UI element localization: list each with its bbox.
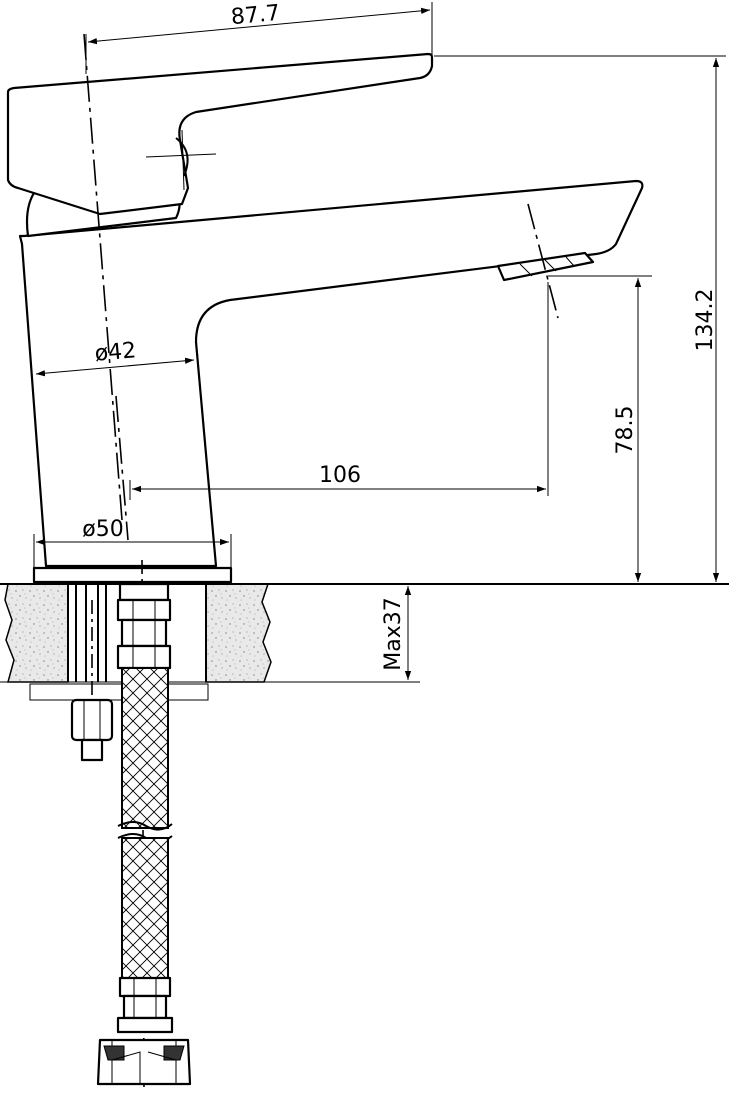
dim-base-diameter-label: ø50: [82, 517, 123, 542]
dim-spout-height-label: 78.5: [613, 406, 638, 455]
dim-body-diameter-label: ø42: [94, 338, 137, 367]
dim-spout-reach: 106: [129, 282, 549, 500]
faucet-body: [6, 52, 644, 584]
dim-total-height: 134.2: [434, 55, 726, 582]
braided-hose-upper: [121, 667, 169, 829]
mounting-nut: [70, 698, 114, 742]
handle-lever: [6, 52, 434, 216]
aerator: [496, 251, 595, 282]
dim-spout-reach-label: 106: [319, 463, 361, 488]
dim-top-width-label: 87.7: [230, 1, 281, 30]
mounting-stud: [70, 582, 114, 762]
spout-body: [18, 179, 644, 568]
dim-max-counter: Max37: [381, 586, 412, 680]
supply-hose: [96, 582, 192, 1086]
dim-top-width: 87.7: [85, 1, 433, 74]
dim-total-height-label: 134.2: [693, 289, 718, 352]
dim-base-diameter: ø50: [33, 517, 232, 568]
countertop: [0, 583, 729, 701]
hose-connector: [118, 582, 170, 602]
dim-max-counter-label: Max37: [381, 597, 406, 670]
dim-body-diameter: ø42: [35, 338, 195, 377]
braided-hose-lower: [121, 837, 169, 979]
dim-spout-height: 78.5: [548, 275, 652, 582]
base-plate: [32, 566, 233, 584]
